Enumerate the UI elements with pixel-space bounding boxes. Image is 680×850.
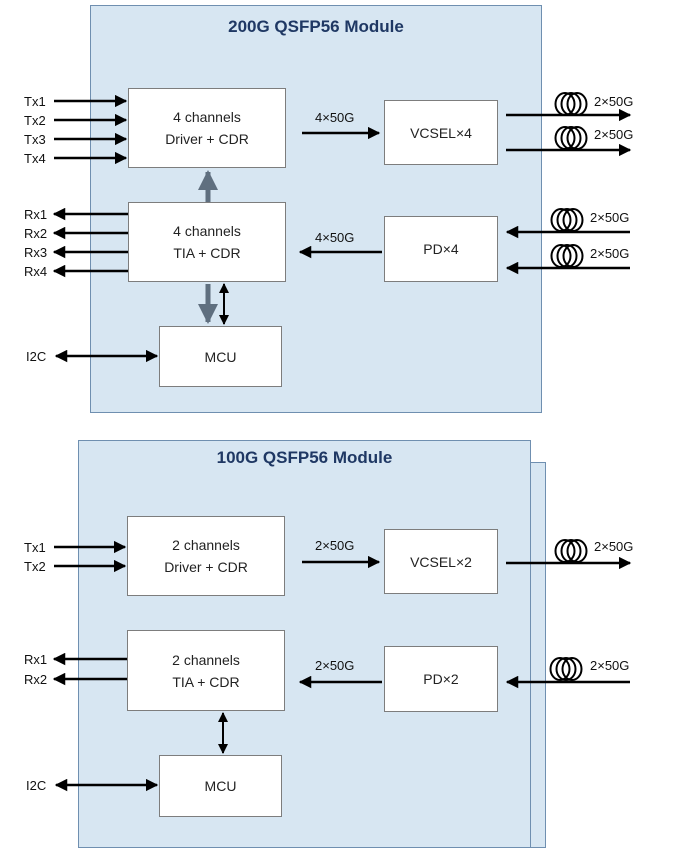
fiber-coil-icon: [549, 657, 583, 681]
pd-label-200g: PD×4: [423, 241, 459, 257]
tia-cdr-channels-200g: 4 channels: [173, 223, 241, 239]
driver-cdr-label-200g: Driver + CDR: [165, 131, 249, 147]
module-200g-title: 200G QSFP56 Module: [228, 17, 404, 36]
tx-link-label-200g: 4×50G: [315, 110, 355, 125]
driver-cdr-channels-100g: 2 channels: [172, 537, 240, 553]
fiber-tx-label-100g: 2×50G: [594, 539, 634, 554]
tx1-label-100g: Tx1: [24, 540, 46, 555]
vcsel-label-200g: VCSEL×4: [410, 124, 472, 141]
mcu-label-200g: MCU: [204, 348, 237, 365]
driver-cdr-label-100g: Driver + CDR: [164, 559, 248, 575]
mcu-block-200g: MCU: [159, 326, 282, 387]
fiber-coil-icon: [554, 126, 588, 150]
vcsel-block-200g: VCSEL×4: [384, 100, 498, 165]
pd-block-200g: PD×4: [384, 216, 498, 282]
mcu-label-100g: MCU: [204, 778, 237, 794]
fiber-tx1-label-200g: 2×50G: [594, 94, 634, 109]
rx-link-label-100g: 2×50G: [315, 658, 355, 673]
rx4-label-200g: Rx4: [24, 264, 48, 279]
fiber-rx-label-100g: 2×50G: [590, 658, 630, 673]
tx-link-label-100g: 2×50G: [315, 538, 355, 553]
pd-block-100g: PD×2: [384, 646, 498, 712]
rx2-label-100g: Rx2: [24, 672, 48, 687]
tx3-label-200g: Tx3: [24, 132, 46, 147]
fiber-coil-icon: [550, 244, 584, 268]
rx3-label-200g: Rx3: [24, 245, 48, 260]
fiber-rx2-label-200g: 2×50G: [590, 246, 630, 261]
tx2-label-200g: Tx2: [24, 113, 46, 128]
fiber-tx2-label-200g: 2×50G: [594, 127, 634, 142]
mcu-block-100g: MCU: [159, 755, 282, 817]
vcsel-label-100g: VCSEL×2: [410, 553, 472, 570]
module-100g-title: 100G QSFP56 Module: [216, 448, 393, 467]
tia-cdr-label-100g: TIA + CDR: [172, 673, 240, 690]
rx-link-label-200g: 4×50G: [315, 230, 355, 245]
pd-label-100g: PD×2: [423, 671, 459, 687]
driver-cdr-block-200g: 4 channels Driver + CDR: [128, 88, 286, 168]
rx1-label-100g: Rx1: [24, 652, 48, 667]
driver-cdr-block-100g: 2 channels Driver + CDR: [127, 516, 285, 596]
fiber-coil-icon: [554, 539, 588, 563]
i2c-label-200g: I2C: [26, 349, 47, 364]
tx4-label-200g: Tx4: [24, 151, 46, 166]
tia-cdr-block-100g: 2 channels TIA + CDR: [127, 630, 285, 711]
fiber-coil-icon: [550, 208, 584, 232]
rx2-label-200g: Rx2: [24, 226, 48, 241]
fiber-rx1-label-200g: 2×50G: [590, 210, 630, 225]
tia-cdr-label-200g: TIA + CDR: [173, 245, 241, 261]
tia-cdr-block-200g: 4 channels TIA + CDR: [128, 202, 286, 282]
tx1-label-200g: Tx1: [24, 94, 46, 109]
driver-cdr-channels-200g: 4 channels: [173, 109, 241, 125]
i2c-label-100g: I2C: [26, 778, 47, 793]
rx1-label-200g: Rx1: [24, 207, 48, 222]
fiber-coil-icon: [554, 92, 588, 116]
vcsel-block-100g: VCSEL×2: [384, 529, 498, 594]
tx2-label-100g: Tx2: [24, 559, 46, 574]
tia-cdr-channels-100g: 2 channels: [172, 651, 240, 668]
